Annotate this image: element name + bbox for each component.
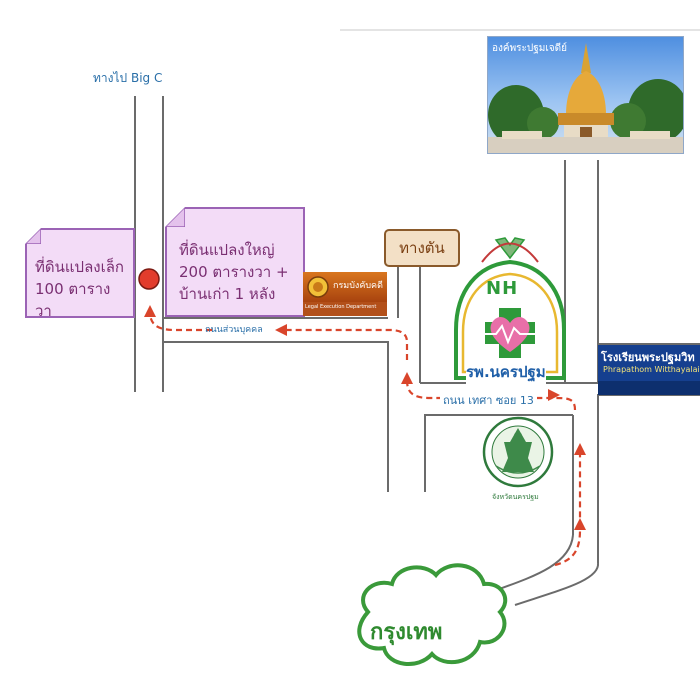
- road-private-lower: [162, 341, 389, 492]
- bangkok-label: กรุงเทพ: [370, 620, 443, 645]
- large-plot-line1: ที่ดินแปลงใหญ่: [179, 241, 275, 259]
- small-plot-line1: ที่ดินแปลงเล็ก: [35, 258, 124, 276]
- legal-en-label: Legal Execution Department: [305, 304, 377, 310]
- chedi-caption: องค์พระปฐมเจดีย์: [492, 43, 567, 54]
- legal-thai-label: กรมบังคับคดี: [333, 281, 383, 291]
- school-en-label: Phrapathom Witthayalai: [603, 365, 700, 374]
- large-plot-note[interactable]: ที่ดินแปลงใหญ่ 200 ตารางวา + บ้านเก่า 1 …: [165, 207, 305, 317]
- hospital-name: รพ.นครปฐม: [466, 360, 546, 384]
- legal-emblem-icon: [307, 276, 329, 298]
- hospital-logo-icon: [454, 237, 566, 380]
- province-seal-icon: [482, 416, 554, 488]
- bangkok-cloud-icon: [357, 563, 508, 667]
- road-main-right: [597, 394, 700, 563]
- chedi-photo: องค์พระปฐมเจดีย์: [487, 36, 684, 154]
- road-thesa-bottom: [424, 414, 573, 492]
- legal-execution-sign: กรมบังคับคดี Legal Execution Department: [303, 272, 387, 316]
- route-segment-private: [282, 328, 409, 360]
- school-sign: โรงเรียนพระปฐมวิท Phrapathom Witthayalai: [598, 343, 700, 395]
- small-plot-line2: 100 ตารางวา: [35, 280, 111, 320]
- road-main-right-curve: [514, 562, 600, 606]
- chedi-icon: [488, 43, 683, 153]
- road-label-private: ถนนส่วนบุคคล: [205, 325, 263, 335]
- route-segment-main: [554, 455, 582, 567]
- route-segment-final: [148, 311, 212, 332]
- small-plot-note[interactable]: ที่ดินแปลงเล็ก 100 ตารางวา: [25, 228, 135, 320]
- large-plot-line3: บ้านเก่า 1 หลัง: [179, 285, 276, 303]
- province-caption: จังหวัดนครปฐม: [492, 493, 539, 501]
- dead-end-sign: ทางตัน: [384, 229, 460, 267]
- route-arrows: [144, 305, 586, 530]
- large-plot-line2: 200 ตารางวา +: [179, 263, 289, 281]
- small-plot-fold-icon: [25, 228, 41, 244]
- to-bigc-label: ทางไป Big C: [93, 71, 163, 85]
- location-marker[interactable]: [138, 268, 160, 290]
- road-label-thesa13: ถนน เทศา ซอย 13: [440, 391, 537, 409]
- large-plot-fold-icon: [165, 207, 185, 227]
- school-thai-label: โรงเรียนพระปฐมวิท: [601, 351, 695, 364]
- hospital-logo-text: NH: [486, 278, 519, 299]
